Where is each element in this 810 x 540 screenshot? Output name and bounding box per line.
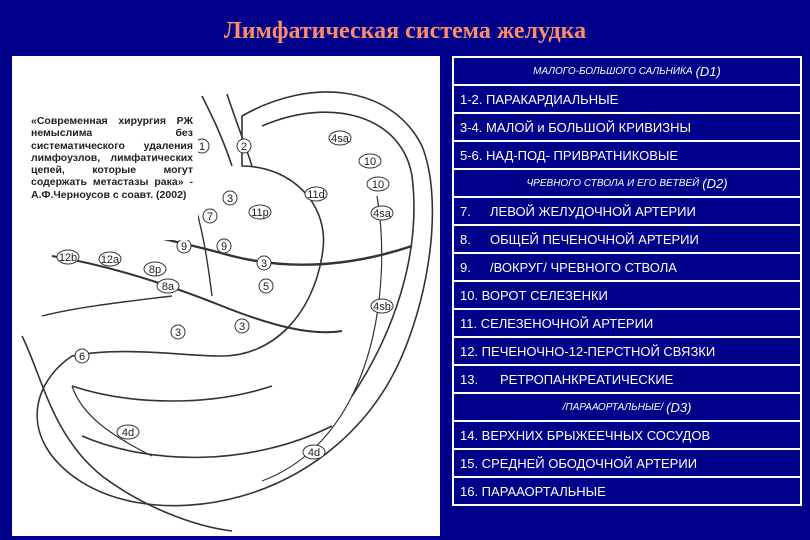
table-row: 15. СРЕДНЕЙ ОБОДОЧНОЙ АРТЕРИИ [454, 450, 800, 478]
row-number: 7. [460, 204, 490, 219]
quote-box: «Современная хирургия РЖ немыслима без с… [26, 112, 198, 240]
lymph-node-label: 4sa [331, 133, 350, 145]
row-label: 14. ВЕРХНИХ БРЫЖЕЕЧНЫХ СОСУДОВ [460, 428, 710, 443]
lymph-node-label: 12a [101, 254, 120, 266]
row-label: 11. СЕЛЕЗЕНОЧНОЙ АРТЕРИИ [460, 316, 653, 331]
lymph-node-label: 11p [251, 207, 269, 219]
header-level: (D1) [696, 64, 721, 79]
lymph-node-label: 3 [261, 258, 267, 270]
lymph-node-label: 4sa [373, 208, 392, 220]
row-number: 13. [460, 372, 500, 387]
lymph-node-label: 4d [308, 447, 320, 459]
lymph-node-label: 7 [207, 211, 213, 223]
row-label: 5-6. НАД-ПОД- ПРИВРАТНИКОВЫЕ [460, 148, 678, 163]
lymph-node-label: 11d [307, 189, 325, 201]
row-label: ЛЕВОЙ ЖЕЛУДОЧНОЙ АРТЕРИИ [490, 204, 696, 219]
page-title: Лимфатическая система желудка [0, 18, 810, 45]
table-row: 9./ВОКРУГ/ ЧРЕВНОГО СТВОЛА [454, 254, 800, 282]
table-row: 16. ПАРААОРТАЛЬНЫЕ [454, 478, 800, 506]
table-row: 5-6. НАД-ПОД- ПРИВРАТНИКОВЫЕ [454, 142, 800, 170]
table-row: 1-2. ПАРАКАРДИАЛЬНЫЕ [454, 86, 800, 114]
row-label: 12. ПЕЧЕНОЧНО-12-ПЕРСТНОЙ СВЯЗКИ [460, 344, 715, 359]
table-row: 11. СЕЛЕЗЕНОЧНОЙ АРТЕРИИ [454, 310, 800, 338]
row-number: 8. [460, 232, 490, 247]
table-row: 12. ПЕЧЕНОЧНО-12-ПЕРСТНОЙ СВЯЗКИ [454, 338, 800, 366]
lymph-node-label: 2 [241, 141, 247, 153]
lymph-node-label: 4sb [373, 301, 391, 313]
row-label: 10. ВОРОТ СЕЛЕЗЕНКИ [460, 288, 608, 303]
lymph-node-label: 10 [364, 156, 376, 168]
table-row: 13.РЕТРОПАНКРЕАТИЧЕСКИЕ [454, 366, 800, 394]
lymph-node-label: 8a [162, 281, 175, 293]
lymph-node-label: 8p [149, 264, 161, 276]
row-label: 15. СРЕДНЕЙ ОБОДОЧНОЙ АРТЕРИИ [460, 456, 697, 471]
table-header-d1: МАЛОГО-БОЛЬШОГО САЛЬНИКА (D1) [454, 58, 800, 86]
row-label: ОБЩЕЙ ПЕЧЕНОЧНОЙ АРТЕРИИ [490, 232, 699, 247]
table-row: 14. ВЕРХНИХ БРЫЖЕЕЧНЫХ СОСУДОВ [454, 422, 800, 450]
table-header-d3: /ПАРААОРТАЛЬНЫЕ/(D3) [454, 394, 800, 422]
row-label: 3-4. МАЛОЙ и БОЛЬШОЙ КРИВИЗНЫ [460, 120, 691, 135]
row-label: 16. ПАРААОРТАЛЬНЫЕ [460, 484, 606, 499]
lymph-node-label: 4d [122, 427, 134, 439]
table-row: 7.ЛЕВОЙ ЖЕЛУДОЧНОЙ АРТЕРИИ [454, 198, 800, 226]
lymph-node-label: 1 [199, 141, 205, 153]
table-row: 10. ВОРОТ СЕЛЕЗЕНКИ [454, 282, 800, 310]
lymph-node-label: 10 [372, 179, 384, 191]
lymph-node-label: 6 [79, 351, 85, 363]
row-label: 1-2. ПАРАКАРДИАЛЬНЫЕ [460, 92, 618, 107]
row-number: 9. [460, 260, 490, 275]
table-row: 8.ОБЩЕЙ ПЕЧЕНОЧНОЙ АРТЕРИИ [454, 226, 800, 254]
header-label: ЧРЕВНОГО СТВОЛА И ЕГО ВЕТВЕЙ [526, 178, 699, 189]
table-header-d2: ЧРЕВНОГО СТВОЛА И ЕГО ВЕТВЕЙ(D2) [454, 170, 800, 198]
lymph-node-label: 3 [227, 193, 233, 205]
lymph-node-label: 5 [263, 281, 269, 293]
table-row: 3-4. МАЛОЙ и БОЛЬШОЙ КРИВИЗНЫ [454, 114, 800, 142]
lymph-node-label: 3 [175, 327, 181, 339]
lymph-node-label: 9 [221, 241, 227, 253]
lymph-node-label: 9 [181, 241, 187, 253]
lymph-node-label: 12b [59, 252, 77, 264]
lymph-node-groups-table: МАЛОГО-БОЛЬШОГО САЛЬНИКА (D1) 1-2. ПАРАКА… [452, 56, 802, 506]
header-label: МАЛОГО-БОЛЬШОГО САЛЬНИКА [533, 66, 692, 77]
row-label: РЕТРОПАНКРЕАТИЧЕСКИЕ [500, 372, 673, 387]
row-label: /ВОКРУГ/ ЧРЕВНОГО СТВОЛА [490, 260, 677, 275]
lymph-node-label: 3 [239, 321, 245, 333]
header-level: (D3) [666, 400, 691, 415]
header-label: /ПАРААОРТАЛЬНЫЕ/ [563, 402, 664, 413]
header-level: (D2) [702, 176, 727, 191]
